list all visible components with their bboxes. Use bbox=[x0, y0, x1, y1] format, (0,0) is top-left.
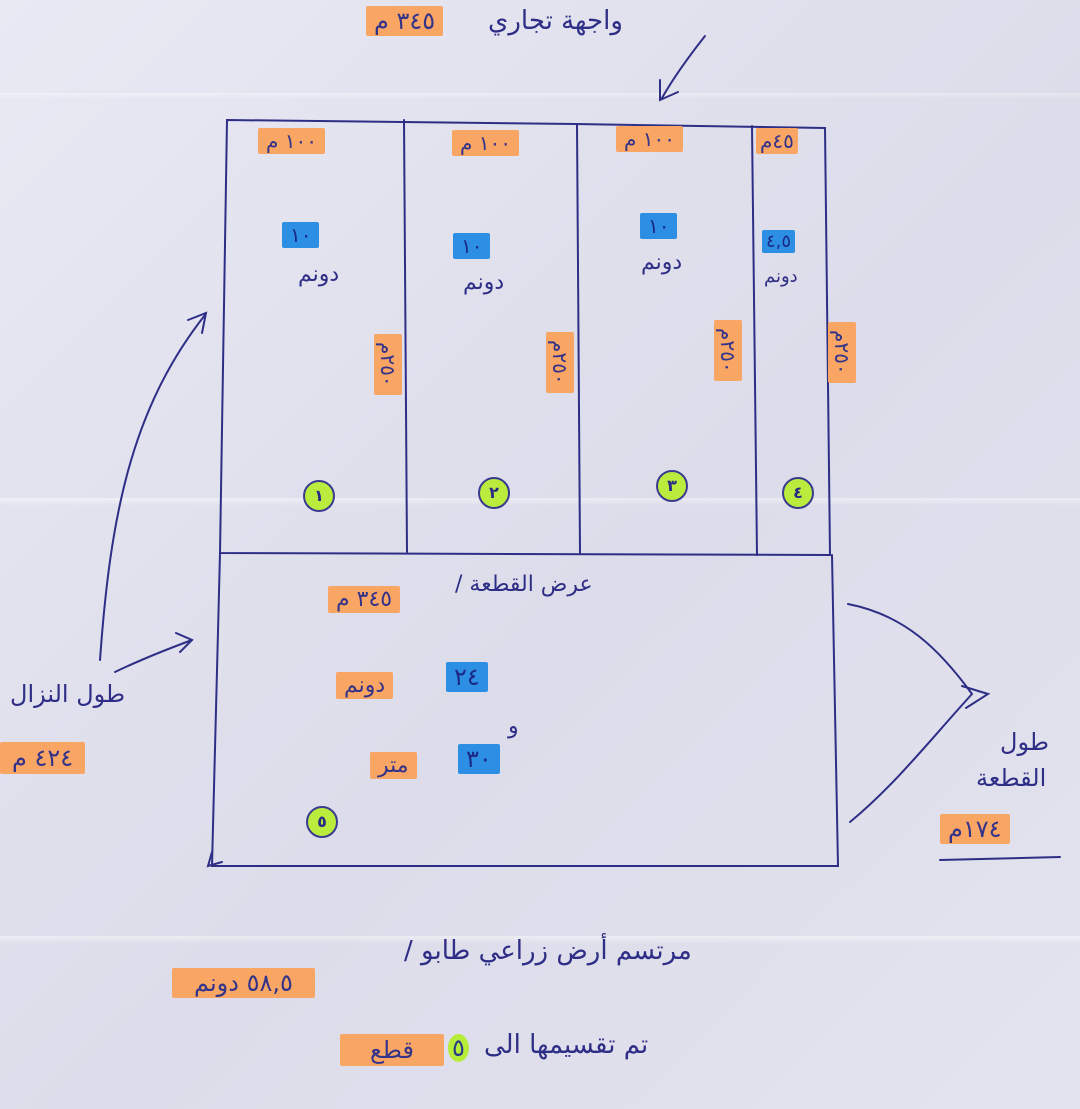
plot-5-and: و bbox=[508, 714, 519, 739]
plot-4-depth: ٢٥٠م bbox=[828, 322, 856, 383]
plot-1-number: ١ bbox=[303, 480, 335, 512]
plot-3-area: ١٠ bbox=[640, 213, 678, 239]
plot-5-number: ٥ bbox=[306, 806, 338, 838]
top-arrow bbox=[661, 35, 706, 99]
footer-line1-label: مرتسم أرض زراعي طابو / bbox=[404, 936, 692, 966]
top-frontage-value: ٣٤٥ م bbox=[366, 6, 444, 36]
plot-1-unit: دونم bbox=[298, 262, 340, 287]
plot-2-width: ١٠٠ م bbox=[452, 130, 519, 156]
left-arrow bbox=[99, 314, 206, 661]
plot-5-area-value: ٢٤ bbox=[446, 662, 488, 692]
plot-1-area: ١٠ bbox=[282, 222, 320, 248]
top-frontage-label: واجهة تجاري bbox=[488, 6, 623, 36]
divider-2-3 bbox=[576, 123, 581, 554]
right-note-value: ١٧٤م bbox=[940, 814, 1010, 844]
plot-1-width: ١٠٠ م bbox=[258, 128, 325, 154]
left-arrow-head bbox=[187, 311, 208, 334]
plot-2-unit: دونم bbox=[463, 270, 505, 295]
left-note-value: ٤٢٤ م bbox=[0, 742, 86, 774]
left-short-arrow-head bbox=[175, 632, 194, 653]
plot-1-depth: ٢٥٠م bbox=[374, 334, 402, 395]
plot-3-depth: ٢٥٠م bbox=[714, 320, 742, 381]
plot-5-width-value: ٣٤٥ م bbox=[328, 586, 401, 613]
plot-3-number: ٣ bbox=[656, 470, 688, 502]
footer-line2-unit: قطع bbox=[340, 1034, 444, 1066]
plot-3-width: ١٠٠ م bbox=[616, 126, 683, 152]
plot-5-extra-unit: متر bbox=[370, 752, 417, 779]
plot-2-number: ٢ bbox=[478, 477, 510, 509]
plot-5-width-label: عرض القطعة / bbox=[455, 572, 593, 597]
right-note-underline bbox=[939, 856, 1061, 861]
plot-5-extra-value: ٣٠ bbox=[458, 744, 500, 774]
plot-5-outline bbox=[210, 552, 840, 867]
plot-5-corner-arrow bbox=[206, 851, 223, 868]
footer-line2-count: ٥ bbox=[448, 1034, 469, 1062]
right-chevron-head bbox=[961, 685, 991, 709]
plot-4-area: ٤,٥ bbox=[762, 230, 796, 253]
right-chevron bbox=[847, 603, 974, 823]
plot-3-unit: دونم bbox=[641, 250, 683, 275]
left-note-label: طول النزال bbox=[10, 680, 126, 708]
plot-2-area: ١٠ bbox=[453, 233, 491, 259]
divider-3-4 bbox=[751, 125, 758, 556]
footer-line1-value: ٥٨,٥ دونم bbox=[172, 968, 315, 998]
right-note-line2: القطعة bbox=[976, 764, 1047, 792]
upper-strip-outline bbox=[218, 118, 832, 557]
plot-4-number: ٤ bbox=[782, 477, 814, 509]
plot-4-unit: دونم bbox=[764, 266, 798, 287]
divider-1-2 bbox=[403, 119, 408, 553]
top-arrow-head bbox=[659, 79, 679, 102]
plot-2-depth: ٢٥٠م bbox=[546, 332, 574, 393]
plot-4-width: ٤٥م bbox=[756, 128, 798, 154]
plot-5-area-unit: دونم bbox=[336, 672, 394, 699]
footer-line2-label: تم تقسيمها الى bbox=[484, 1030, 649, 1060]
left-short-arrow bbox=[114, 639, 193, 673]
right-note-line1: طول bbox=[1000, 728, 1049, 756]
